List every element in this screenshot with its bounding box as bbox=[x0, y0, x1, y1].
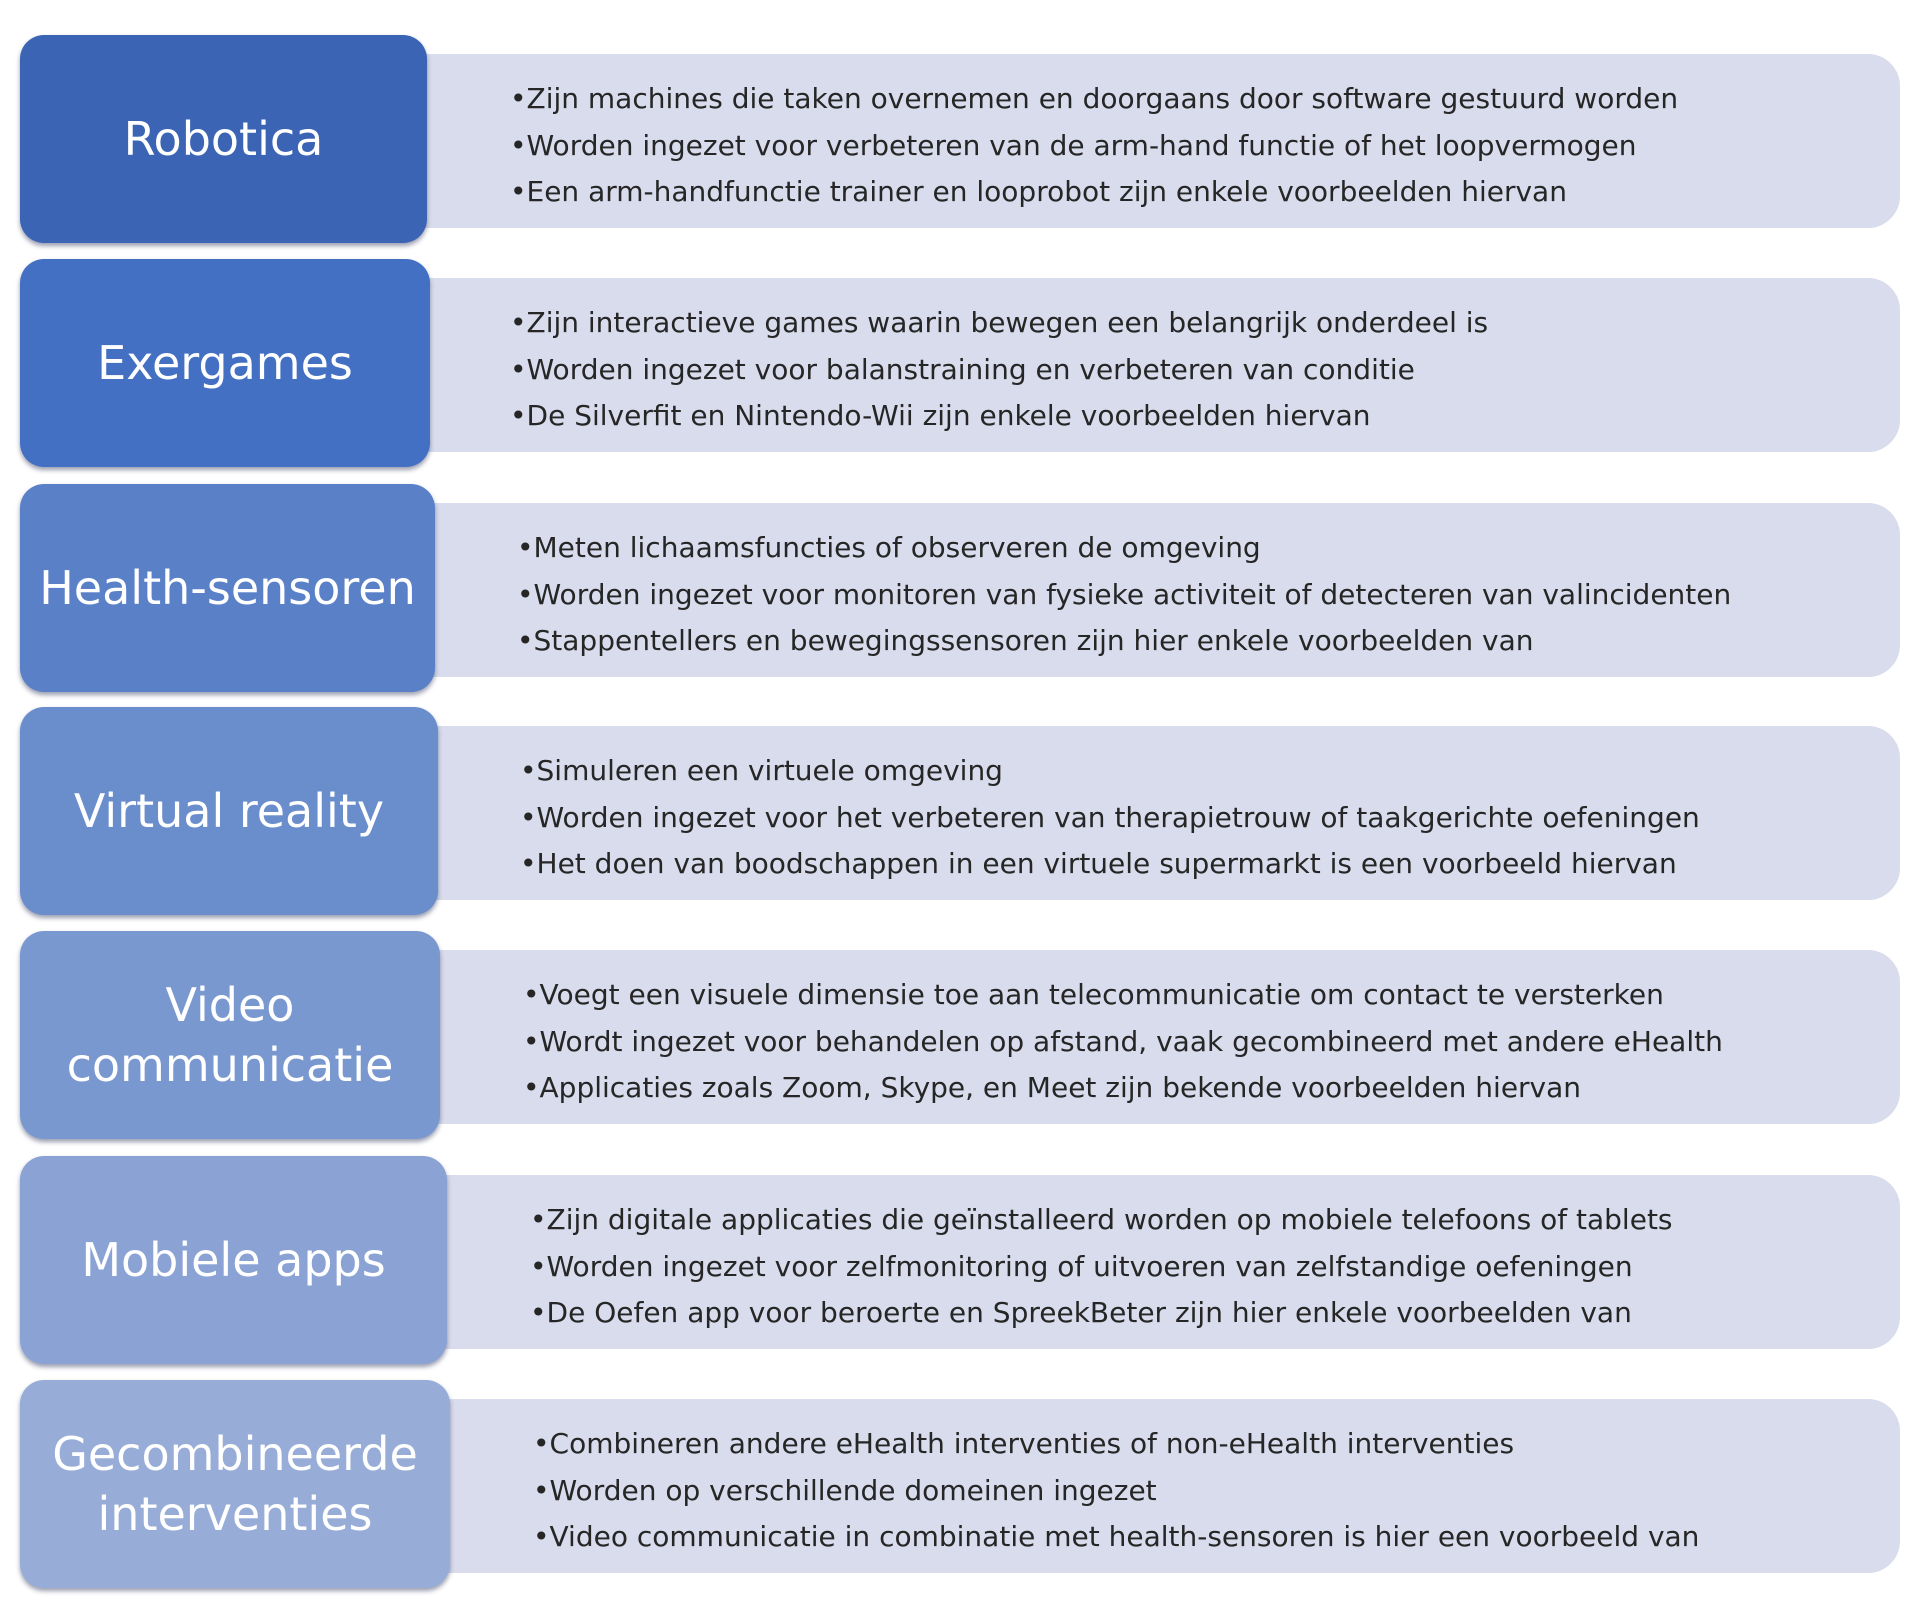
category-description-box: •Zijn interactieve games waarin bewegen … bbox=[390, 278, 1900, 452]
bullet-list: •Voegt een visuele dimensie toe aan tele… bbox=[523, 972, 1723, 1112]
bullet-item: •Meten lichaamsfuncties of observeren de… bbox=[517, 531, 1261, 564]
bullet-item: •Simuleren een virtuele omgeving bbox=[520, 754, 1003, 787]
category-label: Mobiele apps bbox=[81, 1233, 386, 1287]
bullet-list: •Zijn machines die taken overnemen en do… bbox=[510, 76, 1678, 216]
category-row: •Combineren andere eHealth interventies … bbox=[20, 1380, 1900, 1588]
category-label: Health-sensoren bbox=[39, 561, 416, 615]
category-label: Gecombineerde interventies bbox=[52, 1427, 418, 1541]
category-row: •Zijn machines die taken overnemen en do… bbox=[20, 35, 1900, 243]
category-label: Exergames bbox=[97, 336, 353, 390]
category-label-box: Virtual reality bbox=[20, 707, 438, 915]
bullet-list: •Meten lichaamsfuncties of observeren de… bbox=[517, 525, 1731, 665]
category-description-box: •Combineren andere eHealth interventies … bbox=[410, 1399, 1900, 1573]
category-label: Robotica bbox=[123, 112, 324, 166]
bullet-item: •Video communicatie in combinatie met he… bbox=[533, 1520, 1700, 1553]
bullet-list: •Combineren andere eHealth interventies … bbox=[533, 1421, 1699, 1561]
bullet-item: •Voegt een visuele dimensie toe aan tele… bbox=[523, 978, 1664, 1011]
bullet-item: •Wordt ingezet voor behandelen op afstan… bbox=[523, 1024, 1723, 1058]
category-description-box: •Meten lichaamsfuncties of observeren de… bbox=[395, 503, 1900, 677]
bullet-item: •Stappentellers en bewegingssensoren zij… bbox=[517, 624, 1534, 657]
bullet-item: •Het doen van boodschappen in een virtue… bbox=[520, 847, 1677, 880]
category-row: •Meten lichaamsfuncties of observeren de… bbox=[20, 484, 1900, 692]
category-description-box: •Voegt een visuele dimensie toe aan tele… bbox=[400, 950, 1900, 1124]
category-label-box: Mobiele apps bbox=[20, 1156, 447, 1364]
category-description-box: •Simuleren een virtuele omgeving •Worden … bbox=[398, 726, 1900, 900]
bullet-item: •De Oefen app voor beroerte en SpreekBet… bbox=[530, 1296, 1632, 1329]
bullet-item: •De Silverfit en Nintendo-Wii zijn enkel… bbox=[510, 399, 1371, 432]
bullet-item: •Zijn interactieve games waarin bewegen … bbox=[510, 306, 1489, 339]
bullet-item: •Worden ingezet voor balanstraining en v… bbox=[510, 352, 1415, 386]
category-description-box: •Zijn machines die taken overnemen en do… bbox=[387, 54, 1900, 228]
bullet-item: •Worden ingezet voor zelfmonitoring of u… bbox=[530, 1249, 1633, 1283]
bullet-item: •Worden ingezet voor verbeteren van de a… bbox=[510, 128, 1637, 162]
bullet-item: •Zijn machines die taken overnemen en do… bbox=[510, 82, 1679, 115]
category-row: •Zijn interactieve games waarin bewegen … bbox=[20, 259, 1900, 467]
category-label-box: Gecombineerde interventies bbox=[20, 1380, 450, 1588]
category-label-box: Robotica bbox=[20, 35, 427, 243]
bullet-item: •Een arm-handfunctie trainer en looprobo… bbox=[510, 175, 1567, 208]
category-row: •Zijn digitale applicaties die geïnstall… bbox=[20, 1156, 1900, 1364]
bullet-item: •Worden ingezet voor monitoren van fysie… bbox=[517, 577, 1732, 611]
category-row: •Voegt een visuele dimensie toe aan tele… bbox=[20, 931, 1900, 1139]
category-row: •Simuleren een virtuele omgeving •Worden … bbox=[20, 707, 1900, 915]
category-label-box: Video communicatie bbox=[20, 931, 440, 1139]
category-description-box: •Zijn digitale applicaties die geïnstall… bbox=[407, 1175, 1900, 1349]
bullet-list: •Zijn digitale applicaties die geïnstall… bbox=[530, 1197, 1673, 1337]
category-label: Virtual reality bbox=[73, 784, 385, 838]
bullet-item: •Worden ingezet voor het verbeteren van … bbox=[520, 800, 1700, 834]
bullet-item: •Applicaties zoals Zoom, Skype, en Meet … bbox=[523, 1071, 1582, 1104]
bullet-item: •Combineren andere eHealth interventies … bbox=[533, 1427, 1515, 1460]
category-label: Video communicatie bbox=[66, 978, 394, 1092]
bullet-list: •Zijn interactieve games waarin bewegen … bbox=[510, 300, 1488, 440]
bullet-list: •Simuleren een virtuele omgeving •Worden … bbox=[520, 748, 1700, 888]
bullet-item: •Zijn digitale applicaties die geïnstall… bbox=[530, 1203, 1673, 1236]
category-label-box: Exergames bbox=[20, 259, 430, 467]
category-label-box: Health-sensoren bbox=[20, 484, 435, 692]
bullet-item: •Worden op verschillende domeinen ingeze… bbox=[533, 1473, 1157, 1507]
